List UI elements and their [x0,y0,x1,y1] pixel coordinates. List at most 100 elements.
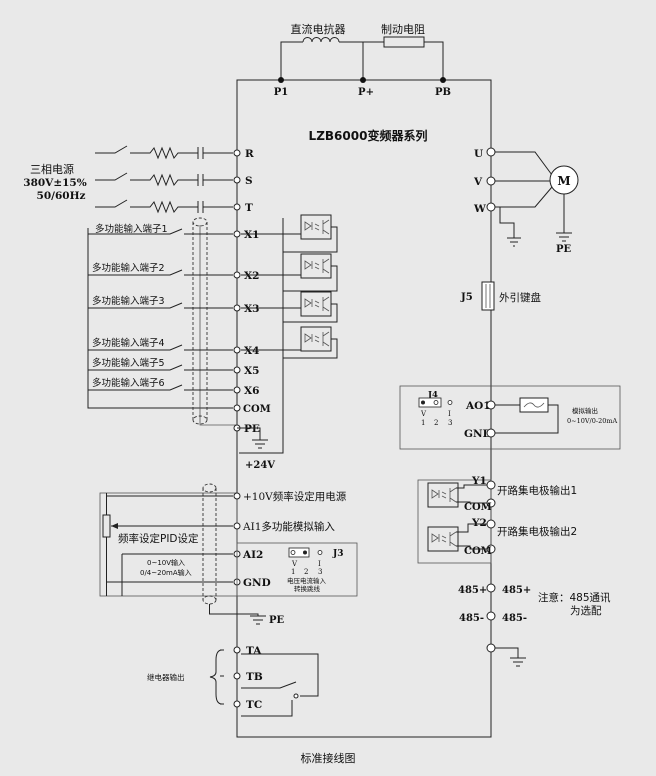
ai2-note-2: 0/4~20mA输入 [140,568,192,577]
v24-label: +24V [245,460,275,471]
terminal-y1: Y1 [471,475,487,487]
j3-i: I [318,560,321,568]
optocoupler-icon [241,326,338,359]
gnd-label-analog: GND [243,577,271,589]
terminal-x2: X2 [244,270,259,282]
rs485-note-2: 为选配 [570,604,602,617]
power-label-1: 三相电源 [30,162,74,176]
j3-label: J3 [332,549,344,559]
j3-n2: 2 [304,568,308,576]
input-label-4: 多功能输入端子4 [92,337,165,349]
ao-gnd-label: GND [464,428,492,440]
terminal-w: W [473,203,486,215]
relay-section: TA TB TC 继电器输出 [147,645,319,717]
rs485-minus-right: 485- [502,613,527,624]
ground-icon [495,206,521,247]
analog-inputs-section: +10V频率设定用电源 AI1多功能模拟输入 频率设定PID设定 AI2 GND… [99,483,358,626]
terminal-com-y2: COM [464,546,492,557]
ao-note-1: 模拟输出 [572,406,598,415]
j4-n1: 1 [421,419,425,427]
j3-n3: 3 [318,568,322,576]
inverter-title: LZB6000变频器系列 [309,128,428,143]
j3-n1: 1 [291,568,295,576]
j3-jumper-box [236,542,358,597]
phase-r: R [95,145,254,160]
brake-resistor-icon [383,36,425,48]
rs485-note-1: 注意：485通讯 [538,591,611,604]
terminal-v: V [473,176,483,188]
j5-connector-icon [481,281,495,311]
ai1-label: AI1多功能模拟输入 [242,520,335,533]
terminal-x4: X4 [244,345,259,357]
relay-label: 继电器输出 [147,672,185,682]
optocoupler-icon [241,214,338,253]
diagram-caption: 标准接线图 [301,751,356,765]
terminal-y2: Y2 [471,517,487,529]
pe-label-analog: PE [269,615,285,626]
keyboard-section: J5 外引键盘 [460,281,541,311]
terminal-x3: X3 [244,303,259,315]
rs485-plus-left: 485+ [458,585,487,596]
y2-output-label: 开路集电极输出2 [497,525,577,538]
j3-note-1: 电压电流输入 [287,576,327,585]
rs485-section: 485+ 485+ 485- 485- 注意：485通讯 为选配 [458,583,611,667]
resistor-label: 制动电阻 [381,23,425,36]
motor-label: M [557,174,570,188]
terminal-x5: X5 [244,365,259,377]
j4-i: I [448,410,451,418]
ai2-label: AI2 [242,549,263,561]
ground-icon [209,604,266,625]
keyboard-label: 外引键盘 [499,291,541,304]
ref10v-label: +10V频率设定用电源 [243,490,347,503]
ao-note-2: 0~10V/0-20mA [567,417,618,425]
inverter-body [236,79,492,738]
ground-icon [495,647,526,667]
relay-brace [209,649,223,705]
rs485-minus-left: 485- [459,613,484,624]
j4-v: V [420,410,427,418]
rs485-plus-right: 485+ [502,585,531,596]
input-label-5: 多功能输入端子5 [92,357,165,369]
pid-label: 频率设定PID设定 [118,532,199,545]
motor-pe-label: PE [556,244,572,255]
terminal-t: T [245,202,253,214]
j5-label: J5 [460,292,473,303]
ai2-note-1: 0~10V输入 [147,558,185,567]
phase-t: T [95,199,253,214]
terminal-s: S [245,175,253,187]
j4-n3: 3 [448,419,452,427]
optocoupler-icon [241,253,338,292]
terminal-pb: PB [435,87,451,98]
terminal-pplus: P+ [358,87,374,98]
terminal-com: COM [243,404,271,415]
j4-n2: 2 [434,419,438,427]
terminal-u: U [474,148,483,160]
oc-outputs-section: Y1 COM Y2 COM 开路集电极输出1 开路集电极输出2 [417,475,577,564]
j3-v: V [291,560,298,568]
terminal-x1: X1 [244,229,259,241]
terminal-x6: X6 [244,385,259,397]
power-label-3: 50/60Hz [37,190,86,202]
terminal-r: R [245,148,254,160]
input-label-2: 多功能输入端子2 [92,262,165,274]
input-label-1: 多功能输入端子1 [95,223,168,235]
dc-bus-section: 直流电抗器 制动电阻 P1 P+ PB [274,22,451,98]
motor-section: U V W M PE [473,147,579,255]
phase-s: S [95,172,253,187]
potentiometer-icon [102,514,111,538]
ground-icon [237,427,268,449]
input-label-6: 多功能输入端子6 [92,377,165,389]
ao1-label: AO1 [465,400,491,412]
terminal-tb: TB [246,671,263,683]
ao-section: J4 V I 1 2 3 AO1 GND 模拟输出 0~10V/0-20mA [399,385,621,450]
terminal-ta: TA [246,645,262,657]
terminal-com-y1: COM [464,502,492,513]
power-input-section: 三相电源 380V±15% 50/60Hz R S T [23,145,254,214]
power-label-2: 380V±15% [23,177,86,189]
reactor-coil-icon [302,37,340,43]
y1-output-label: 开路集电极输出1 [497,484,577,497]
input-label-3: 多功能输入端子3 [92,295,165,307]
digital-inputs-section: 多功能输入端子1 多功能输入端子2 多功能输入端子3 多功能输入端子4 多功能输… [87,214,338,471]
